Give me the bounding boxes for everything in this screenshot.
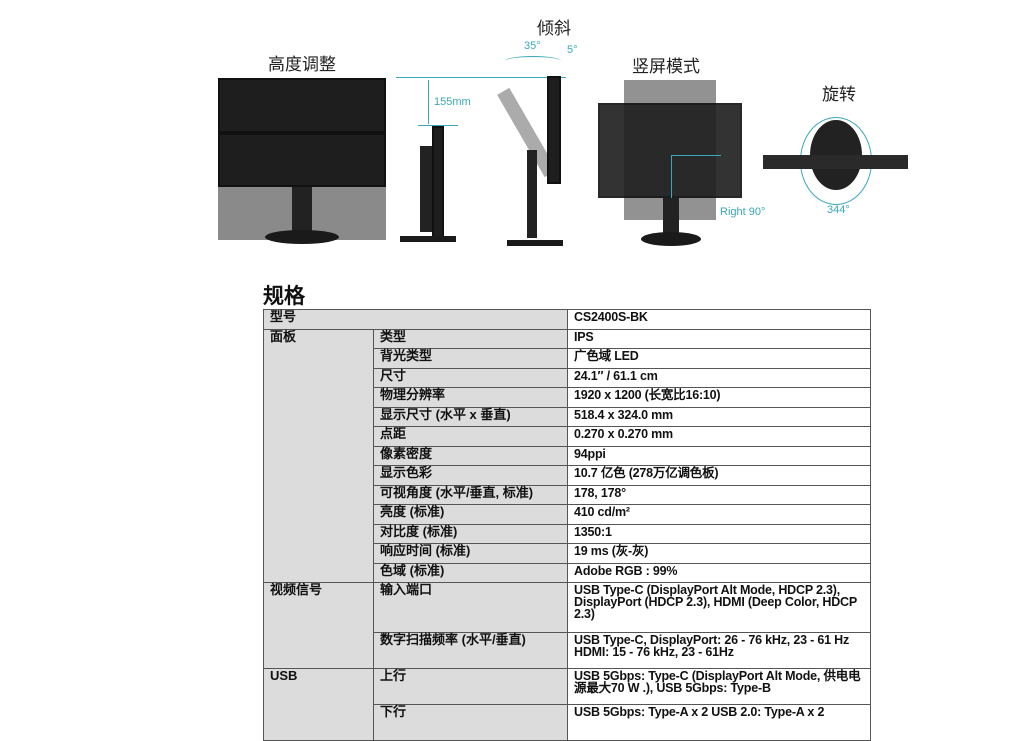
spec-key: 对比度 (标准) <box>372 523 569 544</box>
spec-value: 19 ms (灰-灰) <box>567 543 872 564</box>
swivel-angle-label: 344° <box>827 204 850 216</box>
spec-value: 1350:1 <box>567 523 872 544</box>
height-adjust-title: 高度调整 <box>268 55 336 74</box>
spec-value: IPS <box>567 328 872 349</box>
spec-key: 像素密度 <box>372 445 569 466</box>
table-row: 亮度 (标准)410 cd/m² <box>264 504 872 525</box>
table-row: 可视角度 (水平/垂直, 标准)178, 178° <box>264 484 872 505</box>
spec-key: 背光类型 <box>372 348 569 369</box>
spec-key: 上行 <box>372 668 569 705</box>
spec-key: 显示尺寸 (水平 x 垂直) <box>372 406 569 427</box>
tilt-forward-label: 5° <box>567 44 578 56</box>
spec-key: 色域 (标准) <box>372 562 569 583</box>
spec-value: USB 5Gbps: Type-A x 2 USB 2.0: Type-A x … <box>567 704 872 741</box>
spec-group-label: USB <box>263 668 374 741</box>
model-label: 型号 <box>262 309 569 330</box>
height-range-label: 155mm <box>434 96 471 108</box>
table-row: 型号 CS2400S-BK <box>262 309 872 330</box>
portrait-title: 竖屏模式 <box>632 57 700 76</box>
spec-value: 1920 x 1200 (长宽比16:10) <box>567 387 872 408</box>
table-row: 显示尺寸 (水平 x 垂直)518.4 x 324.0 mm <box>264 406 872 427</box>
spec-key: 可视角度 (水平/垂直, 标准) <box>372 484 569 505</box>
spec-value: 10.7 亿色 (278万亿调色板) <box>567 465 872 486</box>
spec-key: 输入端口 <box>372 582 569 633</box>
spec-value: 0.270 x 0.270 mm <box>567 426 872 447</box>
tilt-title: 倾斜 <box>537 19 571 38</box>
spec-value: Adobe RGB : 99% <box>567 562 872 583</box>
spec-key: 类型 <box>372 328 569 349</box>
spec-key: 数字扫描频率 (水平/垂直) <box>372 632 569 669</box>
swivel-title: 旋转 <box>822 85 856 104</box>
spec-value: 518.4 x 324.0 mm <box>567 406 872 427</box>
table-row: 背光类型广色域 LED <box>264 348 872 369</box>
spec-value: USB Type-C, DisplayPort: 26 - 76 kHz, 23… <box>567 632 872 669</box>
table-row: 对比度 (标准)1350:1 <box>264 523 872 544</box>
spec-value: 94ppi <box>567 445 872 466</box>
spec-value: 410 cd/m² <box>567 504 872 525</box>
portrait-rotation-label: Right 90° <box>720 206 766 218</box>
spec-key: 亮度 (标准) <box>372 504 569 525</box>
spec-value: USB 5Gbps: Type-C (DisplayPort Alt Mode,… <box>567 668 872 705</box>
spec-key: 下行 <box>372 704 569 741</box>
spec-value: 广色域 LED <box>567 348 872 369</box>
table-row: 响应时间 (标准)19 ms (灰-灰) <box>264 543 872 564</box>
spec-key: 显示色彩 <box>372 465 569 486</box>
specs-title: 规格 <box>263 285 305 308</box>
spec-key: 响应时间 (标准) <box>372 543 569 564</box>
table-row: 数字扫描频率 (水平/垂直)USB Type-C, DisplayPort: 2… <box>264 632 872 669</box>
model-value: CS2400S-BK <box>567 309 872 330</box>
spec-value: 178, 178° <box>567 484 872 505</box>
spec-group-label: 面板 <box>263 328 374 583</box>
spec-value: USB Type-C (DisplayPort Alt Mode, HDCP 2… <box>567 582 872 633</box>
spec-key: 物理分辨率 <box>372 387 569 408</box>
spec-key: 尺寸 <box>372 367 569 388</box>
tilt-back-label: 35° <box>524 40 541 52</box>
spec-key: 点距 <box>372 426 569 447</box>
spec-value: 24.1″ / 61.1 cm <box>567 367 872 388</box>
spec-group-label: 视频信号 <box>263 582 374 669</box>
